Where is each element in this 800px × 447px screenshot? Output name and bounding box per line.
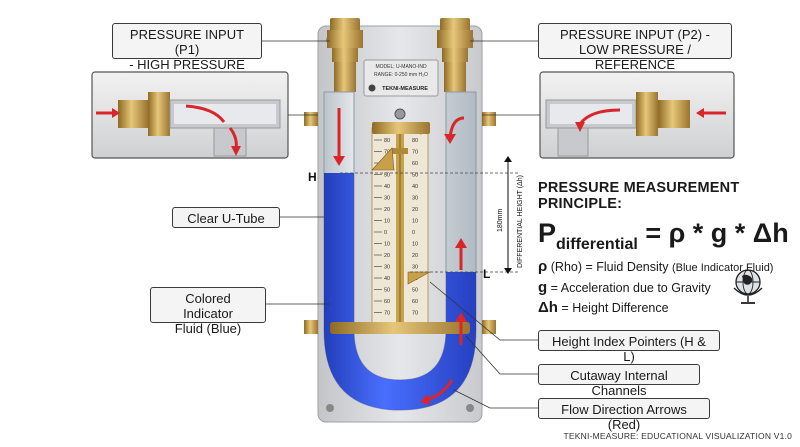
scale-tick-label: 20 (412, 207, 418, 213)
principle-block: PRESSURE MEASUREMENT PRINCIPLE: Pdiffere… (538, 180, 800, 318)
scale-tick-label: 20 (384, 207, 390, 213)
scale-tick-label: 30 (384, 196, 390, 202)
scale-tick-label: 40 (384, 276, 390, 282)
rho-definition: ρ (Rho) = Fluid Density (Blue Indicator … (538, 257, 800, 278)
dim-value: 180mm (497, 208, 504, 232)
scale-tick-label: 40 (384, 184, 390, 190)
callout-pointers: Height Index Pointers (H & L) (538, 330, 720, 364)
scale-tick-label: 50 (384, 288, 390, 294)
pointer-h (392, 148, 408, 154)
scale-tick-label: 60 (412, 161, 418, 167)
scale-tick-label: 50 (384, 173, 390, 179)
indicator-fluid (324, 173, 476, 410)
callout-p1: PRESSURE INPUT (P1) - HIGH PRESSURE (112, 23, 262, 72)
formula-rhs: = ρ * g * Δh (637, 218, 789, 248)
principle-title: PRESSURE MEASUREMENT PRINCIPLE: (538, 180, 740, 212)
label-l: L (483, 267, 490, 281)
scale-tick-label: 30 (412, 196, 418, 202)
brand-text: TEKNI-MEASURE (382, 86, 428, 92)
rho-text: (Rho) = Fluid Density (547, 260, 672, 274)
cutaway-left (91, 71, 289, 159)
rho-note: (Blue Indicator Fluid) (671, 262, 774, 274)
scale-tick-label: 10 (412, 219, 418, 225)
g-symbol: g (538, 279, 548, 296)
scale-tick-label: 80 (384, 138, 390, 144)
dim-label: DIFFERENTIAL HEIGHT (Δh) (517, 175, 524, 268)
scale-tick-label: 20 (384, 253, 390, 259)
scale-tick-label: 70 (412, 150, 418, 156)
footer-credit: TEKNI-MEASURE: EDUCATIONAL VISUALIZATION… (563, 431, 792, 441)
scale-tick-label: 0 (384, 230, 387, 236)
callout-p2: PRESSURE INPUT (P2) - LOW PRESSURE / REF… (538, 23, 732, 72)
callout-p2-title: PRESSURE INPUT (P2) - (559, 27, 710, 42)
globe-icon (733, 269, 763, 304)
model-plate (363, 59, 439, 97)
scale-tick-label: 0 (412, 230, 415, 236)
formula-p: P (538, 218, 557, 248)
callout-p1-title: PRESSURE INPUT (P1) (129, 27, 245, 57)
callout-channels: Cutaway Internal Channels (538, 364, 700, 398)
scale-tick-label: 10 (412, 242, 418, 248)
scale-tick-label: 60 (412, 299, 418, 305)
dh-symbol: Δh (538, 299, 558, 316)
callout-fluid: Colored Indicator Fluid (Blue) (150, 287, 266, 336)
scale-tick-label: 30 (384, 265, 390, 271)
scale-tick-label: 40 (412, 184, 418, 190)
model-text: MODEL: U-MANO-IND (375, 64, 427, 70)
scale-tick-label: 50 (412, 173, 418, 179)
scale-tick-label: 70 (384, 311, 390, 317)
callout-p1-sub: - HIGH PRESSURE (129, 57, 245, 72)
right-fitting (437, 18, 473, 92)
callout-fluid-line1: Colored Indicator (183, 291, 233, 321)
g-text: = Acceleration due to Gravity (547, 281, 711, 295)
scale-tick-label: 20 (412, 253, 418, 259)
scale-tick-label: 50 (412, 288, 418, 294)
dh-definition: Δh = Height Difference (538, 298, 800, 318)
formula: Pdifferential = ρ * g * Δh (538, 218, 800, 253)
callout-fluid-line2: Fluid (Blue) (174, 321, 242, 336)
dh-text: = Height Difference (557, 301, 669, 315)
scale-tick-label: 70 (412, 311, 418, 317)
arrow-icon (333, 108, 467, 405)
top-clamp (372, 122, 430, 134)
callout-clear-tube: Clear U-Tube (172, 207, 280, 228)
g-definition: g = Acceleration due to Gravity (538, 278, 800, 298)
callout-p2-sub: LOW PRESSURE / REFERENCE (579, 42, 691, 72)
scale-tick-label: 10 (384, 242, 390, 248)
label-h: H (308, 170, 317, 184)
cutaway-right (539, 71, 735, 159)
scale-tick-label: 10 (384, 219, 390, 225)
rho-symbol: ρ (538, 258, 548, 275)
scale-tick-label: 80 (412, 138, 418, 144)
scale-tick-label: 70 (384, 150, 390, 156)
scale-tick-label: 60 (384, 299, 390, 305)
range-text: RANGE: 0-250 mm H₂O (374, 72, 428, 78)
left-fitting (327, 18, 363, 92)
formula-sub: differential (556, 236, 638, 253)
bottom-clamp (330, 322, 470, 334)
dimension-indicator: 180mm DIFFERENTIAL HEIGHT (Δh) (497, 156, 524, 274)
callout-arrows: Flow Direction Arrows (Red) (538, 398, 710, 432)
scale-tick-label: 30 (412, 265, 418, 271)
